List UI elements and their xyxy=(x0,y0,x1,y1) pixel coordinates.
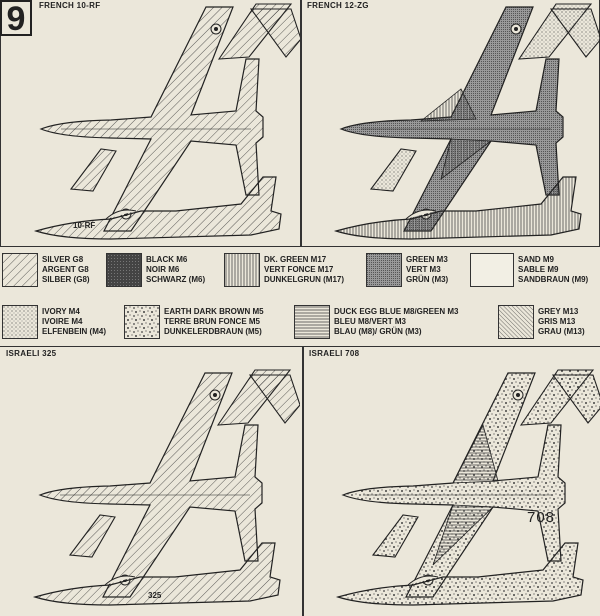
legend-text-line: SANDBRAUN (M9) xyxy=(518,275,589,284)
panel-french-10-rf: FRENCH 10-RF 10-RF xyxy=(0,0,302,247)
legend-text-line: NOIR M6 xyxy=(146,265,180,274)
swatch-black xyxy=(106,253,142,287)
swatch-ivory xyxy=(2,305,38,339)
legend-text-line: SILBER (G8) xyxy=(42,275,90,284)
legend-text-line: SAND M9 xyxy=(518,255,555,264)
aircraft-drawing xyxy=(335,3,600,240)
legend-text-line: DUCK EGG BLUE M8/GREEN M3 xyxy=(334,307,459,316)
legend-text-line: BLAU (M8)/ GRÜN (M3) xyxy=(334,327,422,336)
legend-text-line: GRAU (M13) xyxy=(538,327,585,336)
swatch-silver xyxy=(2,253,38,287)
legend-text-line: IVOIRE M4 xyxy=(42,317,83,326)
legend-text-line: SILVER G8 xyxy=(42,255,84,264)
legend-text-line: GREEN M3 xyxy=(406,255,448,264)
legend-text-line: SABLE M9 xyxy=(518,265,559,274)
legend-text-line: BLEU M8/VERT M3 xyxy=(334,317,407,326)
side-code: 325 xyxy=(148,591,162,600)
panel-title: ISRAELI 325 xyxy=(6,349,57,358)
legend-text-line: ARGENT G8 xyxy=(42,265,89,274)
legend-text-line: VERT FONCE M17 xyxy=(264,265,334,274)
side-code: 10-RF xyxy=(73,221,96,230)
panel-french-12-zg: FRENCH 12-ZG xyxy=(300,0,600,247)
swatch-grey xyxy=(498,305,534,339)
aircraft-drawing xyxy=(35,3,301,240)
step-number: 9 xyxy=(0,0,32,36)
legend-text-line: GRIS M13 xyxy=(538,317,576,326)
legend-text-line: TERRE BRUN FONCE M5 xyxy=(164,317,261,326)
legend-text-line: DUNKELERDBRAUN (M5) xyxy=(164,327,262,336)
legend-text-line: VERT M3 xyxy=(406,265,441,274)
panel-title: ISRAELI 708 xyxy=(309,349,360,358)
swatch-green xyxy=(366,253,402,287)
legend-text-line: GREY M13 xyxy=(538,307,579,316)
swatch-duck-egg-blue xyxy=(294,305,330,339)
swatch-dk-green xyxy=(224,253,260,287)
aircraft-drawing xyxy=(337,369,600,606)
panel-title: FRENCH 12-ZG xyxy=(307,1,369,10)
panel-israeli-708: ISRAELI 708 708 xyxy=(302,346,600,616)
legend-text-line: EARTH DARK BROWN M5 xyxy=(164,307,264,316)
legend-text-line: DUNKELGRUN (M17) xyxy=(264,275,344,284)
legend-text-line: ELFENBEIN (M4) xyxy=(42,327,106,336)
legend-text-line: IVORY M4 xyxy=(42,307,80,316)
tail-code: 708 xyxy=(527,509,556,526)
panel-israeli-325: ISRAELI 325 325 xyxy=(0,346,304,616)
swatch-sand xyxy=(470,253,514,287)
panel-title: FRENCH 10-RF xyxy=(39,1,101,10)
legend-text-line: GRÜN (M3) xyxy=(406,275,449,284)
legend-text-line: DK. GREEN M17 xyxy=(264,255,327,264)
swatch-earth-brown xyxy=(124,305,160,339)
legend-text-line: SCHWARZ (M6) xyxy=(146,275,206,284)
legend-text-line: BLACK M6 xyxy=(146,255,188,264)
aircraft-drawing xyxy=(34,369,300,606)
